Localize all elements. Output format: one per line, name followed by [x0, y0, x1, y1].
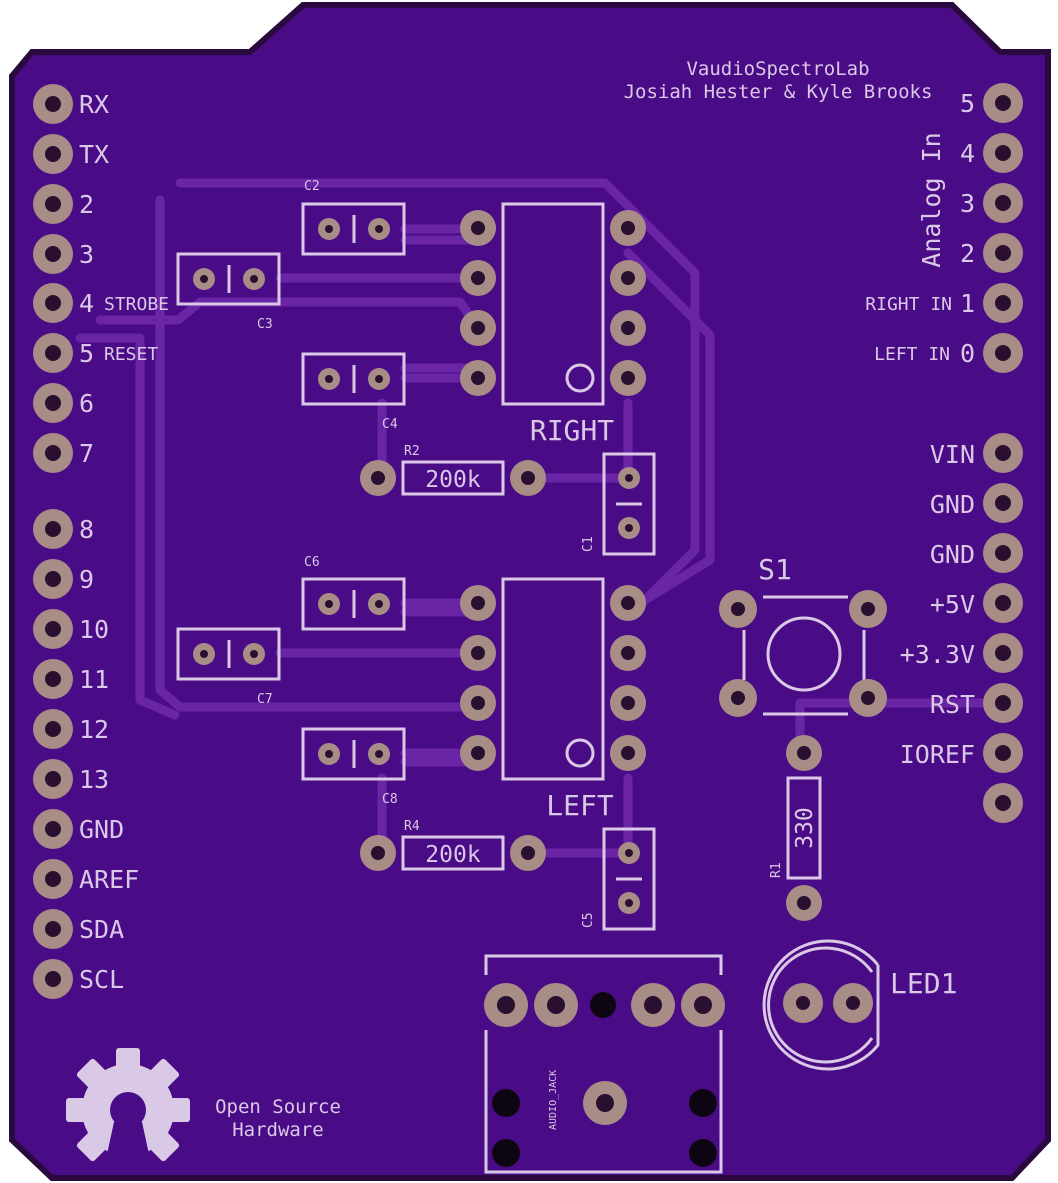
- audio-jack-label: AUDIO_JACK: [548, 1070, 559, 1130]
- r1-label: R1: [769, 862, 784, 878]
- pin-label-a3: 3: [960, 189, 975, 218]
- pin-label-a2: 2: [960, 239, 975, 268]
- pin-label-5v: +5V: [930, 590, 975, 619]
- pin-label-7: 7: [79, 439, 94, 468]
- pin-label-10: 10: [79, 615, 109, 644]
- ic-right[interactable]: RIGHT: [460, 202, 646, 447]
- board-authors: Josiah Hester & Kyle Brooks: [624, 81, 933, 103]
- c2-outline: [301, 202, 406, 256]
- analog-pads: [983, 83, 1023, 373]
- capacitor-c3[interactable]: C3: [176, 252, 281, 332]
- c3-label: C3: [257, 317, 273, 332]
- power-pads: [983, 433, 1023, 823]
- pin-label-gnd-2: GND: [930, 540, 975, 569]
- c6-label: C6: [304, 555, 320, 570]
- pin-label-5: 5: [79, 339, 94, 368]
- pin-label-8: 8: [79, 515, 94, 544]
- left-header-pads: [33, 84, 73, 999]
- pin-label-rst: RST: [930, 690, 975, 719]
- pin-label-rx: RX: [79, 90, 109, 119]
- pin-label-vin: VIN: [930, 440, 975, 469]
- capacitor-c7[interactable]: C7: [176, 627, 281, 707]
- pin-label-gnd-1: GND: [930, 490, 975, 519]
- resistor-r2[interactable]: R2 200k: [360, 444, 546, 496]
- left-header-labels: RX TX 2 3 4 STROBE 5 RESET 6 7 8 9 10 11…: [79, 90, 169, 994]
- analog-in-title: Analog In: [917, 132, 946, 267]
- pin-label-6: 6: [79, 389, 94, 418]
- board-title: VaudioSpectroLab: [686, 58, 869, 80]
- audio-jack[interactable]: AUDIO_JACK: [484, 954, 725, 1174]
- s1-label: S1: [758, 553, 792, 586]
- c2-label: C2: [304, 179, 320, 194]
- r2-label: R2: [404, 444, 420, 459]
- oshw-logo: Open Source Hardware: [66, 1048, 341, 1168]
- c5-label: C5: [581, 912, 596, 928]
- r2-value: 200k: [425, 467, 481, 493]
- ic-left-label: LEFT: [546, 789, 614, 822]
- pin-label-reset: RESET: [104, 344, 158, 365]
- pin-label-12: 12: [79, 715, 109, 744]
- c1-label: C1: [581, 536, 596, 552]
- pin-label-strobe: STROBE: [104, 294, 169, 315]
- pin-label-tx: TX: [79, 140, 109, 169]
- capacitor-c1[interactable]: C1: [581, 452, 656, 556]
- resistor-r4[interactable]: R4 200k: [360, 819, 546, 871]
- right-in-label: RIGHT IN: [865, 294, 952, 315]
- r4-label: R4: [404, 819, 420, 834]
- c7-label: C7: [257, 692, 273, 707]
- capacitor-c8[interactable]: C8: [301, 727, 406, 807]
- pin-label-3: 3: [79, 240, 94, 269]
- pin-label-sda: SDA: [79, 915, 124, 944]
- capacitor-c6[interactable]: C6: [301, 555, 406, 631]
- right-header: Analog In 5 4 3 2 1 RIGHT IN 0 LEFT IN V…: [865, 83, 1023, 823]
- pin-label-4: 4: [79, 289, 94, 318]
- r4-value: 200k: [425, 842, 481, 868]
- pin-label-a4: 4: [960, 139, 975, 168]
- pin-label-11: 11: [79, 665, 109, 694]
- switch-s1[interactable]: S1: [719, 553, 887, 717]
- ic-right-label: RIGHT: [530, 414, 614, 447]
- pin-label-2: 2: [79, 190, 94, 219]
- capacitor-c2[interactable]: C2: [301, 179, 406, 256]
- pin-label-a0: 0: [960, 339, 975, 368]
- led1-label: LED1: [890, 967, 957, 1000]
- led-led1[interactable]: LED1: [762, 939, 957, 1071]
- c4-label: C4: [382, 417, 398, 432]
- r1-value: 330: [792, 807, 818, 849]
- left-in-label: LEFT IN: [874, 344, 950, 365]
- capacitor-c4[interactable]: C4: [301, 352, 406, 432]
- resistor-r1[interactable]: R1 330: [769, 735, 822, 921]
- pin-label-scl: SCL: [79, 965, 124, 994]
- pin-label-a5: 5: [960, 89, 975, 118]
- pin-label-3v3: +3.3V: [900, 640, 975, 669]
- oshw-gear-icon: [66, 1048, 190, 1168]
- c8-label: C8: [382, 792, 398, 807]
- pin-label-aref: AREF: [79, 865, 139, 894]
- pin-label-ioref: IOREF: [900, 740, 975, 769]
- capacitor-c5[interactable]: C5: [581, 827, 656, 931]
- pin-label-9: 9: [79, 565, 94, 594]
- oshw-text-line1: Open Source: [215, 1096, 341, 1118]
- pin-label-a1: 1: [960, 289, 975, 318]
- pin-label-13: 13: [79, 765, 109, 794]
- pin-label-gnd: GND: [79, 815, 124, 844]
- oshw-text-line2: Hardware: [232, 1119, 324, 1141]
- ic-left[interactable]: LEFT: [460, 577, 646, 822]
- s1-button-circle: [766, 616, 842, 692]
- left-header: RX TX 2 3 4 STROBE 5 RESET 6 7 8 9 10 11…: [33, 84, 169, 999]
